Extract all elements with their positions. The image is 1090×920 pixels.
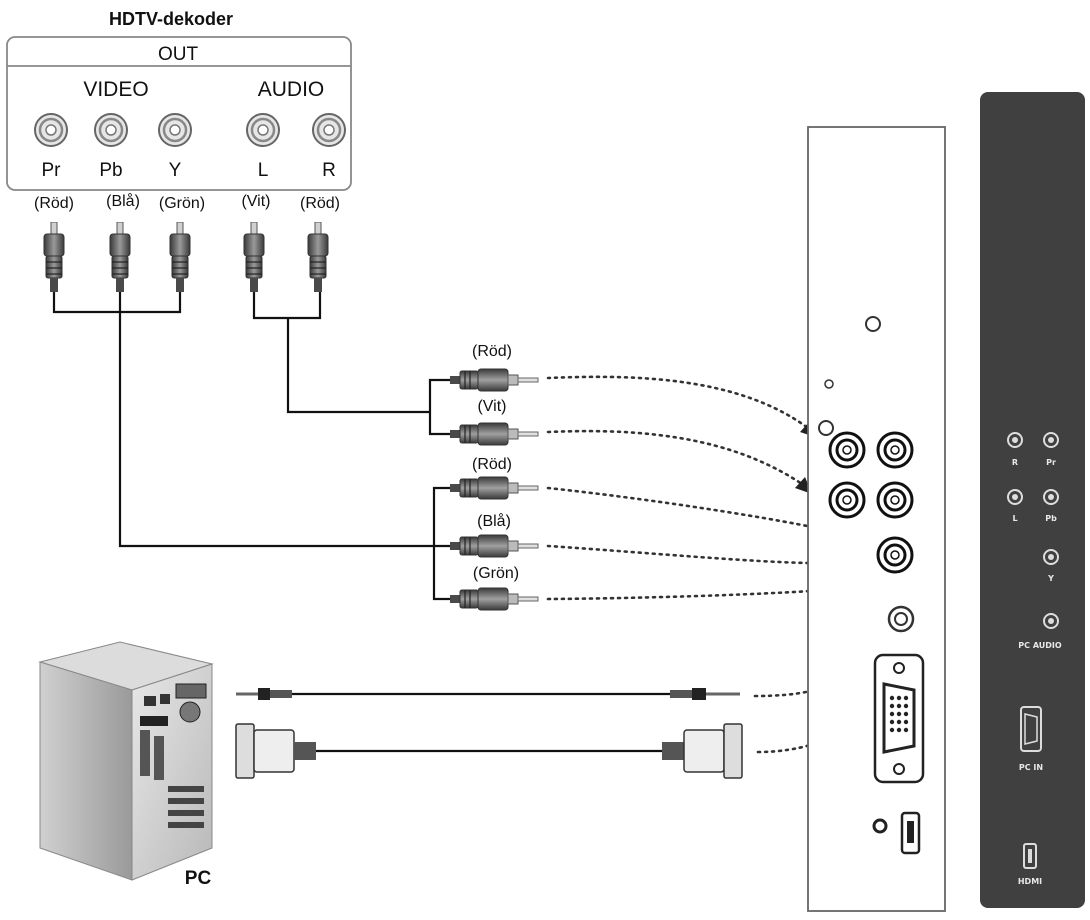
panel-jack-pb[interactable] (876, 481, 914, 519)
side-label-pc-in: PC IN (1019, 763, 1043, 772)
cable-color-y: (Grön) (159, 195, 205, 212)
side-label-hdmi: HDMI (1018, 877, 1042, 886)
plug-decoder-pr[interactable] (43, 222, 65, 292)
decoder-jack-pr[interactable] (33, 112, 69, 148)
plug-end-video-y[interactable] (450, 587, 539, 611)
cable-color-pr: (Röd) (34, 195, 74, 212)
plug-end-audio-r[interactable] (450, 368, 539, 392)
decoder-video-label: VIDEO (83, 78, 148, 101)
plug-decoder-pb[interactable] (109, 222, 131, 292)
panel-pc-audio-jack[interactable] (887, 605, 915, 633)
side-label-l: L (1012, 514, 1017, 523)
side-label-pb: Pb (1045, 514, 1057, 523)
panel-hdmi-port[interactable] (900, 811, 921, 855)
plug-decoder-r[interactable] (307, 222, 329, 292)
plug-end-video-pr[interactable] (450, 476, 539, 500)
decoder-jack-r[interactable] (311, 112, 347, 148)
side-hdmi-port[interactable] (1023, 843, 1037, 869)
panel-hole-medium (818, 420, 834, 436)
panel-jack-y[interactable] (876, 536, 914, 574)
side-label-pc-audio: PC AUDIO (1018, 641, 1062, 650)
decoder-jack-y[interactable] (157, 112, 193, 148)
panel-hole-small (824, 379, 834, 389)
cable-color-r: (Röd) (300, 195, 340, 212)
decoder-jack-l[interactable] (245, 112, 281, 148)
panel-jack-r[interactable] (828, 431, 866, 469)
pc-audio-cable[interactable] (236, 688, 740, 700)
monitor-side-panel (980, 92, 1085, 908)
side-jack-y[interactable] (1043, 549, 1059, 565)
decoder-jack-label-pb: Pb (99, 160, 122, 181)
plug-label-audio-l: (Vit) (477, 398, 506, 415)
plug-label-audio-r: (Röd) (472, 343, 512, 360)
pc-label: PC (185, 868, 212, 889)
decoder-jack-label-r: R (322, 160, 336, 181)
decoder-audio-label: AUDIO (258, 78, 325, 101)
decoder-jack-label-pr: Pr (42, 160, 62, 181)
plug-label-video-pb: (Blå) (477, 512, 511, 530)
decoder-out-label: OUT (158, 44, 199, 65)
connector-panel (807, 126, 946, 912)
side-jack-r[interactable] (1007, 432, 1023, 448)
decoder-jack-label-l: L (258, 160, 269, 181)
side-jack-l[interactable] (1007, 489, 1023, 505)
cable-color-l: (Vit) (241, 193, 270, 210)
pc-tower (38, 641, 214, 881)
panel-hole-large (865, 316, 881, 332)
side-jack-pc-audio[interactable] (1043, 613, 1059, 629)
side-label-y: Y (1047, 574, 1054, 583)
panel-jack-l[interactable] (828, 481, 866, 519)
side-jack-pr[interactable] (1043, 432, 1059, 448)
plug-decoder-y[interactable] (169, 222, 191, 292)
side-jack-pb[interactable] (1043, 489, 1059, 505)
plug-label-video-y: (Grön) (473, 565, 519, 582)
audio-cable-bundle (252, 292, 456, 436)
decoder-title: HDTV-dekoder (109, 9, 233, 29)
panel-vga-port[interactable] (873, 653, 925, 784)
decoder-jack-pb[interactable] (93, 112, 129, 148)
plug-label-video-pr: (Röd) (472, 456, 512, 473)
plug-decoder-l[interactable] (243, 222, 265, 292)
side-vga-port[interactable] (1020, 706, 1042, 752)
decoder-jack-label-y: Y (169, 160, 182, 181)
cable-color-pb: (Blå) (106, 192, 140, 210)
panel-hole-bottom (872, 818, 888, 834)
plug-end-audio-l[interactable] (450, 422, 539, 446)
plug-end-video-pb[interactable] (450, 534, 539, 558)
panel-jack-pr[interactable] (876, 431, 914, 469)
pc-vga-cable[interactable] (235, 723, 743, 779)
side-label-pr: Pr (1046, 458, 1056, 467)
video-cable-bundle (52, 292, 456, 601)
side-label-r: R (1012, 458, 1018, 467)
